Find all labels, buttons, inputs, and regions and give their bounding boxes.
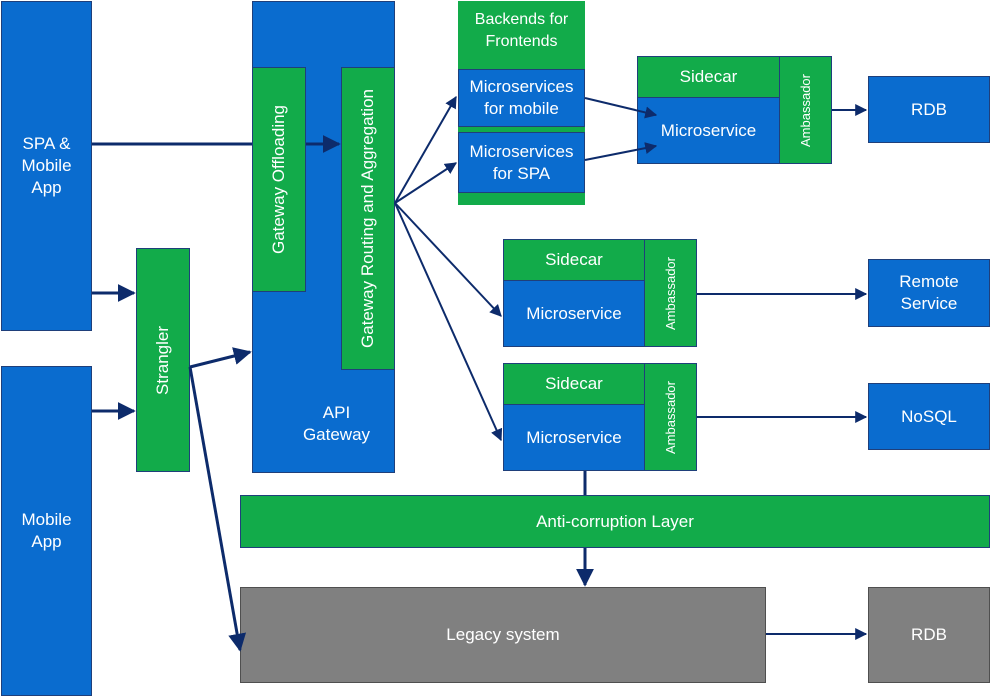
gateway-routing-node: Gateway Routing and Aggregation bbox=[341, 67, 395, 370]
rdb-legacy-label: RDB bbox=[911, 625, 947, 644]
rdb-top-label: RDB bbox=[911, 99, 947, 119]
rdb-node-top: RDB bbox=[868, 76, 990, 143]
gateway-offloading-label: Gateway Offloading bbox=[269, 105, 288, 254]
sidecar-1-label: Sidecar bbox=[679, 67, 738, 86]
strangler-label: Strangler bbox=[153, 325, 172, 395]
remote-service-label: Remote Service bbox=[899, 272, 959, 313]
ambassador-3-label: Ambassador bbox=[662, 380, 678, 454]
legacy-system-node: Legacy system bbox=[240, 587, 766, 683]
microservice-3: Microservice bbox=[503, 404, 645, 471]
ambassador-2-label: Ambassador bbox=[662, 256, 678, 330]
microservice-2: Microservice bbox=[503, 280, 645, 347]
ms-spa-node: Microservices for SPA bbox=[458, 132, 585, 193]
microservice-2-label: Microservice bbox=[526, 303, 622, 323]
microservice-3-label: Microservice bbox=[526, 427, 622, 447]
ms-spa-label: Microservices for SPA bbox=[469, 141, 574, 183]
mobile-app-label: Mobile App bbox=[21, 510, 72, 551]
arrow-routing-to-microservice-3 bbox=[394, 202, 503, 442]
gateway-offloading-node: Gateway Offloading bbox=[252, 67, 306, 292]
spa-mobile-app-node: SPA & Mobile App bbox=[1, 1, 92, 331]
sidecar-3: Sidecar bbox=[503, 363, 645, 405]
arrow-routing-to-microservice-2 bbox=[394, 202, 502, 317]
legacy-label: Legacy system bbox=[446, 625, 560, 644]
sidecar-3-label: Sidecar bbox=[545, 374, 603, 393]
microservice-1-label: Microservice bbox=[660, 120, 757, 140]
bff-title: Backends for Frontends bbox=[474, 11, 569, 50]
sidecar-1: Sidecar bbox=[637, 56, 780, 98]
ambassador-1: Ambassador bbox=[779, 56, 832, 164]
sidecar-2-label: Sidecar bbox=[545, 250, 603, 269]
strangler-node: Strangler bbox=[136, 248, 190, 472]
remote-service-node: Remote Service bbox=[868, 259, 990, 327]
ambassador-2: Ambassador bbox=[644, 239, 697, 347]
ambassador-1-label: Ambassador bbox=[797, 73, 813, 147]
ambassador-3: Ambassador bbox=[644, 363, 697, 471]
nosql-label: NoSQL bbox=[901, 406, 957, 426]
rdb-node-legacy: RDB bbox=[868, 587, 990, 683]
mobile-app-node: Mobile App bbox=[1, 366, 92, 696]
spa-mobile-app-label: SPA & Mobile App bbox=[21, 134, 72, 197]
api-gateway-label: API Gateway bbox=[302, 403, 371, 444]
sidecar-2: Sidecar bbox=[503, 239, 645, 281]
anti-corruption-layer-node: Anti-corruption Layer bbox=[240, 495, 990, 548]
microservice-1: Microservice bbox=[637, 97, 780, 164]
ms-mobile-node: Microservices for mobile bbox=[458, 69, 585, 127]
arrow-strangler-to-legacy bbox=[188, 366, 247, 652]
arrow-routing-to-ms-spa bbox=[394, 162, 458, 204]
acl-label: Anti-corruption Layer bbox=[536, 511, 694, 531]
nosql-node: NoSQL bbox=[868, 383, 990, 450]
arrow-strangler-to-gateway bbox=[189, 347, 252, 369]
ms-mobile-label: Microservices for mobile bbox=[469, 77, 574, 118]
gateway-routing-label: Gateway Routing and Aggregation bbox=[358, 89, 377, 348]
arrow-routing-to-ms-mobile bbox=[394, 95, 457, 204]
